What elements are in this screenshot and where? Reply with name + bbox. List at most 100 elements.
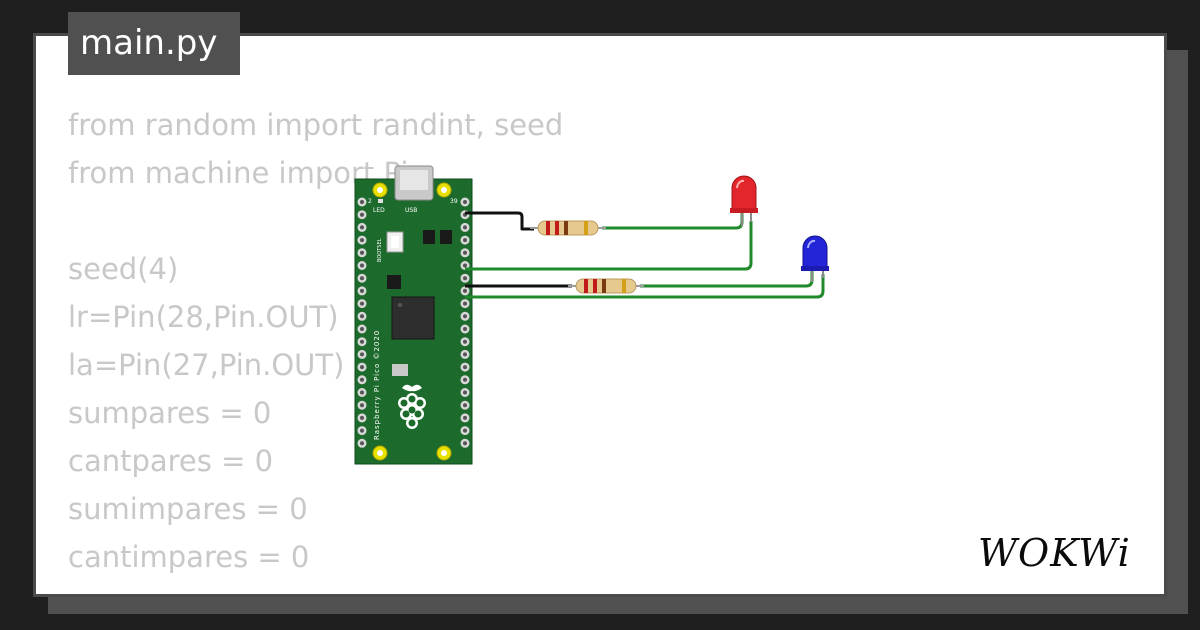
resistor-1[interactable] xyxy=(530,220,606,236)
preview-card xyxy=(33,33,1167,597)
mounting-hole-center xyxy=(441,187,447,193)
pin-header-right xyxy=(460,197,470,448)
wire-pin-blue-led[interactable] xyxy=(465,274,825,299)
pin-hole xyxy=(463,263,467,268)
wire-black-red-resistor[interactable] xyxy=(465,211,534,231)
resistor-2[interactable] xyxy=(568,278,644,294)
code-line: cantimpares = 0 xyxy=(68,540,310,574)
pin-hole xyxy=(360,314,364,319)
pin-hole xyxy=(463,352,467,357)
onboard-led xyxy=(378,199,383,203)
pin-hole xyxy=(463,276,467,281)
regulator xyxy=(392,364,408,376)
pin-hole xyxy=(360,415,364,420)
wire-resistor-blue-led[interactable] xyxy=(640,270,814,288)
pin-header-left xyxy=(357,197,367,448)
code-line: cantpares = 0 xyxy=(68,444,274,478)
code-line: seed(4) xyxy=(68,252,179,286)
pin-hole xyxy=(463,314,467,319)
wire-pin-red-led[interactable] xyxy=(465,221,753,271)
pin-hole xyxy=(360,403,364,408)
led-highlight xyxy=(807,239,816,249)
code-line: sumimpares = 0 xyxy=(68,492,308,526)
resistor-band xyxy=(564,221,568,235)
chip-small xyxy=(440,230,452,244)
chip-small xyxy=(387,275,401,289)
code-preview: from random import randint, seed from ma… xyxy=(68,101,563,581)
pin-hole xyxy=(463,238,467,243)
pin-hole xyxy=(463,250,467,255)
pin-hole xyxy=(360,365,364,370)
pin-hole xyxy=(360,200,364,204)
chip-marker xyxy=(398,303,402,307)
resistor-band xyxy=(584,221,588,235)
pin-hole xyxy=(360,225,364,230)
resistor-band xyxy=(622,279,626,293)
board-name-label: Raspberry Pi Pico ©2020 xyxy=(373,330,381,440)
resistor-band xyxy=(593,279,597,293)
bootsel-label: BOOTSEL xyxy=(377,238,383,262)
pin-hole xyxy=(360,339,364,344)
pin-hole xyxy=(463,441,467,446)
mounting-hole-center xyxy=(377,450,383,456)
pin-hole xyxy=(360,276,364,281)
pin-hole xyxy=(463,377,467,382)
pin-hole xyxy=(463,339,467,344)
pin-hole xyxy=(463,301,467,306)
pin-hole xyxy=(360,377,364,382)
pin-hole xyxy=(463,428,467,433)
pin-hole xyxy=(463,327,467,331)
pin-hole xyxy=(463,390,467,395)
led-highlight xyxy=(736,179,745,189)
pin-hole xyxy=(360,352,364,357)
pico-board[interactable]: 2 39 LED USB BOOTSEL Raspberry Pi Pico ©… xyxy=(354,165,473,465)
usb-label: USB xyxy=(405,207,417,214)
red-led-icon[interactable] xyxy=(730,175,758,226)
code-line: la=Pin(27,Pin.OUT) xyxy=(68,348,345,382)
pin-hole xyxy=(463,415,467,420)
led-label: LED xyxy=(373,207,385,214)
code-line: sumpares = 0 xyxy=(68,396,272,430)
mounting-hole-center xyxy=(441,450,447,456)
wokwi-logo: WOKWi xyxy=(978,531,1131,575)
led-dome xyxy=(731,175,757,213)
pin-hole xyxy=(463,288,467,293)
file-tab: main.py xyxy=(68,12,240,75)
resistor-band xyxy=(546,221,550,235)
raspberry-logo-icon xyxy=(398,384,426,429)
pin-hole xyxy=(463,225,467,230)
pin-hole xyxy=(360,250,364,255)
pin-hole xyxy=(360,212,364,217)
code-line: from random import randint, seed xyxy=(68,108,564,142)
led-rim xyxy=(801,266,829,271)
pin-hole xyxy=(360,288,364,293)
pin-number-label: 39 xyxy=(450,198,458,205)
led-rim xyxy=(730,208,758,213)
code-line: lr=Pin(28,Pin.OUT) xyxy=(68,300,339,334)
chip-small xyxy=(423,230,435,244)
pin-hole xyxy=(463,200,467,204)
wire-resistor-red-led[interactable] xyxy=(602,212,744,230)
pin-hole xyxy=(360,390,364,395)
led-dome xyxy=(802,235,828,271)
bootsel-button-cap xyxy=(391,236,399,248)
pin-hole xyxy=(360,428,364,433)
usb-port xyxy=(400,170,428,190)
pin-hole xyxy=(360,301,364,306)
pin-hole xyxy=(463,365,467,370)
resistor-band xyxy=(555,221,559,235)
code-line: from machine import Pin xyxy=(68,156,427,190)
pin-hole xyxy=(360,327,364,331)
pin-number-label: 2 xyxy=(368,198,372,205)
pin-hole xyxy=(360,238,364,243)
pin-hole xyxy=(463,403,467,408)
pin-hole xyxy=(360,441,364,446)
resistor-band xyxy=(584,279,588,293)
mounting-hole-center xyxy=(377,187,383,193)
wokwi-logo-text: WOKWi xyxy=(978,531,1131,575)
blue-led-icon[interactable] xyxy=(801,235,829,282)
rp2040-chip xyxy=(391,296,435,340)
pin-hole xyxy=(360,263,364,268)
wires xyxy=(465,211,825,299)
